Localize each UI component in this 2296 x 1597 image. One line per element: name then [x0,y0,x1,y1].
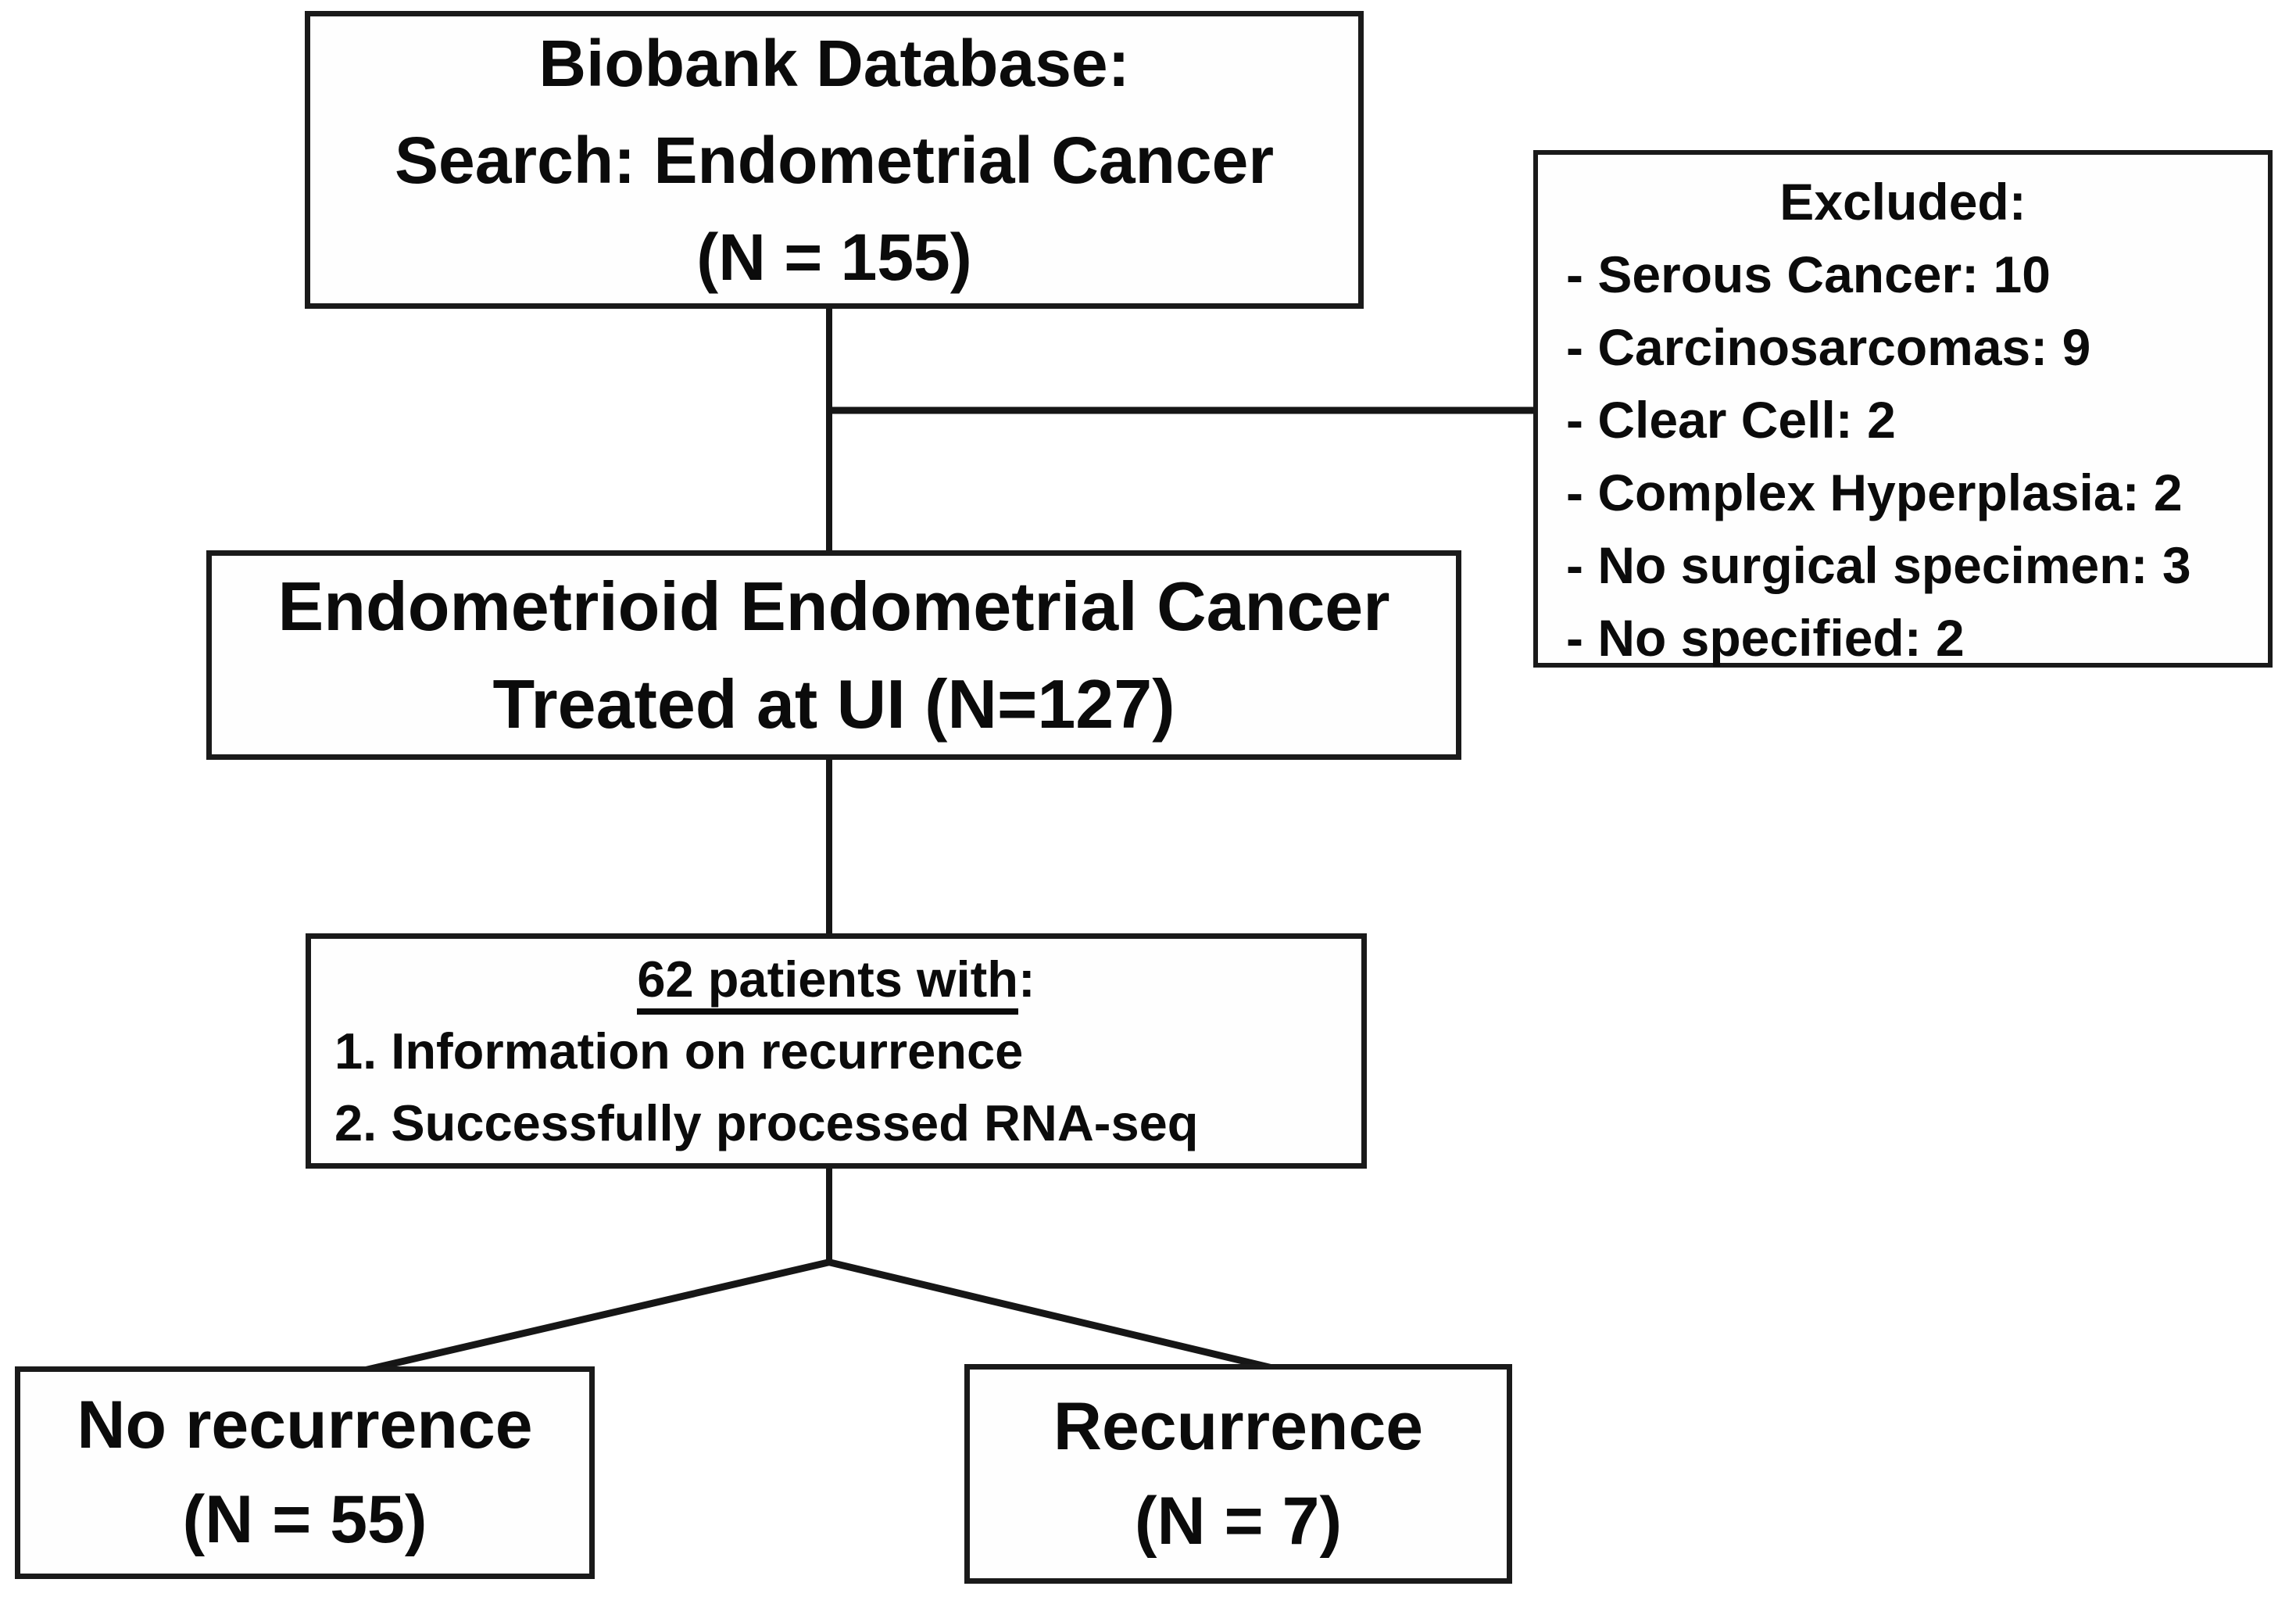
biobank-line-2: Search: Endometrial Cancer [394,123,1275,197]
patients-heading-underlined: 62 patients with [637,951,1018,1015]
recurrence-box: Recurrence (N = 7) [964,1364,1512,1584]
endometrioid-cancer-box: Endometrioid Endometrial Cancer Treated … [206,550,1461,760]
excluded-item-carcinosarcomas: - Carcinosarcomas: 9 [1566,318,2091,376]
no-recurrence-count: (N = 55) [182,1482,427,1557]
connector-split-to-recurrence [825,1258,1274,1372]
excluded-item-no-surgical-specimen: - No surgical specimen: 3 [1566,536,2191,594]
biobank-line-1: Biobank Database: [538,26,1130,100]
excluded-box: Excluded: - Serous Cancer: 10 - Carcinos… [1533,150,2273,668]
recurrence-count: (N = 7) [1134,1483,1343,1559]
biobank-count: (N = 155) [696,220,972,294]
no-recurrence-label: No recurrence [77,1388,533,1463]
excluded-title: Excluded: [1779,173,2026,231]
excluded-item-no-specified: - No specified: 2 [1566,609,1965,667]
patients-criteria-box: 62 patients with: 1. Information on recu… [306,933,1367,1169]
recurrence-label: Recurrence [1053,1388,1424,1464]
excluded-item-clear-cell: - Clear Cell: 2 [1566,391,1896,449]
patients-criterion-1: 1. Information on recurrence [334,1022,1024,1080]
excluded-item-serous: - Serous Cancer: 10 [1566,245,2051,303]
patients-heading: 62 patients with: [311,944,1361,1015]
patients-heading-colon: : [1017,950,1035,1008]
excluded-item-complex-hyperplasia: - Complex Hyperplasia: 2 [1566,464,2183,521]
biobank-database-box: Biobank Database: Search: Endometrial Ca… [305,11,1364,309]
patients-criterion-2: 2. Successfully processed RNA-seq [334,1094,1199,1151]
endometrioid-line-2: Treated at UI (N=127) [492,665,1175,743]
connector-split-to-no-recurrence [363,1258,833,1374]
no-recurrence-box: No recurrence (N = 55) [15,1366,595,1579]
endometrioid-line-1: Endometrioid Endometrial Cancer [277,568,1390,645]
